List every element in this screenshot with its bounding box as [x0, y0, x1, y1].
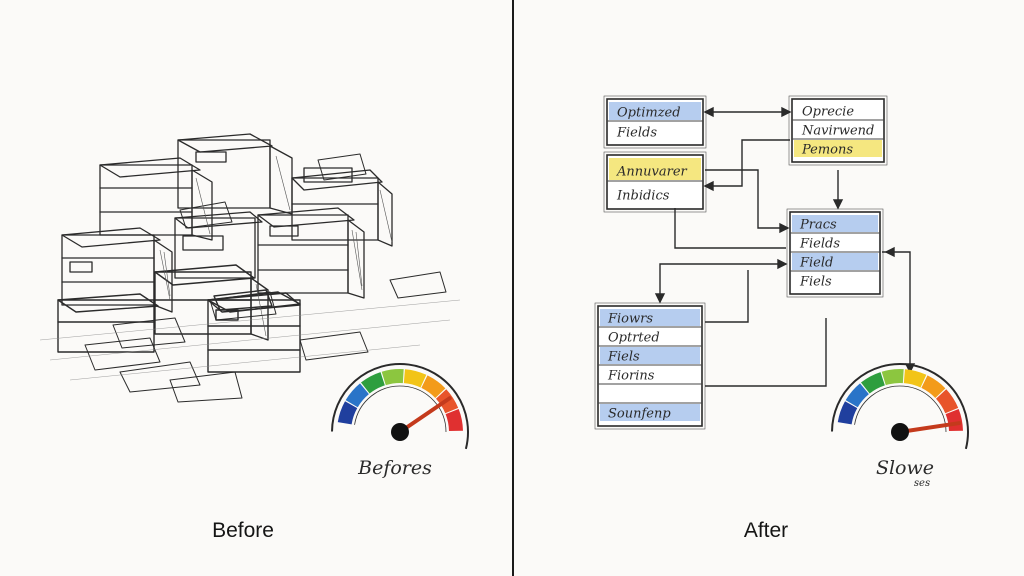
gauge-needle [398, 396, 452, 434]
connector-t4-gauge [882, 251, 911, 372]
gauge-segment [837, 401, 858, 425]
gauge-segment [860, 372, 886, 394]
connector-t4-t5 [659, 263, 786, 302]
relationship-connectors [654, 106, 916, 387]
table-field: Field [799, 256, 833, 271]
connector-t4-t5-c [705, 318, 827, 387]
connector-t2-t3 [705, 139, 790, 187]
table-field: Navirwend [801, 124, 874, 139]
row-highlight [792, 253, 878, 270]
gauge-hub [391, 423, 409, 441]
table-field: Pracs [799, 218, 837, 233]
table-field: Pemons [801, 143, 853, 158]
caption-after: After [744, 519, 788, 542]
gauge-segment [935, 389, 959, 414]
gauge-segment [421, 375, 446, 399]
gauge-segment [881, 369, 904, 386]
gauge-segment [381, 369, 404, 386]
gauge-inner-arc [854, 385, 947, 433]
row-highlight [600, 404, 700, 421]
gauge-segment [845, 383, 870, 408]
table-field: Fiorins [607, 369, 655, 384]
table-field: Fiels [799, 275, 832, 290]
gauge-segment [403, 369, 427, 388]
table-sketch-outline [594, 302, 706, 430]
gauge-label-after: Slowe [876, 457, 934, 479]
table-field: Inbidics [616, 188, 670, 203]
gauge-needle [898, 421, 962, 434]
row-highlight [794, 140, 882, 157]
row-highlight [792, 215, 878, 232]
connector-t2-t4 [705, 169, 788, 229]
table-field: Fields [616, 125, 657, 140]
table-field: Fiels [607, 350, 640, 365]
gauge-label-before: Befores [357, 457, 432, 479]
gauge-sublabel-after: ses [914, 478, 930, 489]
table-sketch-outline [603, 95, 707, 149]
gauge-segment [921, 375, 946, 399]
gauge-rim [331, 363, 469, 450]
table-field: Fields [799, 237, 840, 252]
cluttered-file-boxes [39, 133, 461, 403]
sketch-hatching [39, 155, 461, 381]
table-field: Optrted [608, 331, 660, 346]
box-stack-back [99, 133, 393, 247]
gauge-segment [345, 383, 370, 408]
row-highlight [600, 309, 700, 326]
organized-tables: OptimzedFieldsAnnuvarerInbidicsOprecieNa… [594, 95, 888, 430]
gauge-rim [831, 363, 969, 450]
row-highlight [609, 102, 701, 120]
connector-t4-t5-b [705, 270, 749, 323]
box-stack-front [57, 264, 301, 373]
row-highlight [600, 347, 700, 364]
table-sketch-outline [788, 95, 888, 166]
speed-gauge-before [331, 363, 469, 450]
gauge-segment [945, 409, 963, 432]
table-sketch-outline [786, 208, 884, 298]
caption-before: Before [212, 519, 274, 542]
table-field: Fiowrs [607, 312, 653, 327]
gauge-segment [445, 409, 463, 432]
table-field: Optimzed [617, 105, 681, 120]
row-highlight [609, 158, 701, 180]
box-stack-middle [61, 207, 365, 313]
gauge-segment [360, 372, 386, 394]
table-field: Annuvarer [616, 164, 688, 179]
table-field: Oprecie [802, 105, 854, 120]
speed-gauge-after [831, 363, 969, 450]
connector-t2-t4-b [674, 208, 786, 249]
gauge-hub [891, 423, 909, 441]
gauge-inner-arc [354, 385, 447, 433]
gauge-segment [903, 369, 927, 388]
table-sketch-outline [603, 151, 707, 213]
table-field: Sounfenp [608, 407, 671, 422]
gauge-segment [337, 401, 358, 425]
